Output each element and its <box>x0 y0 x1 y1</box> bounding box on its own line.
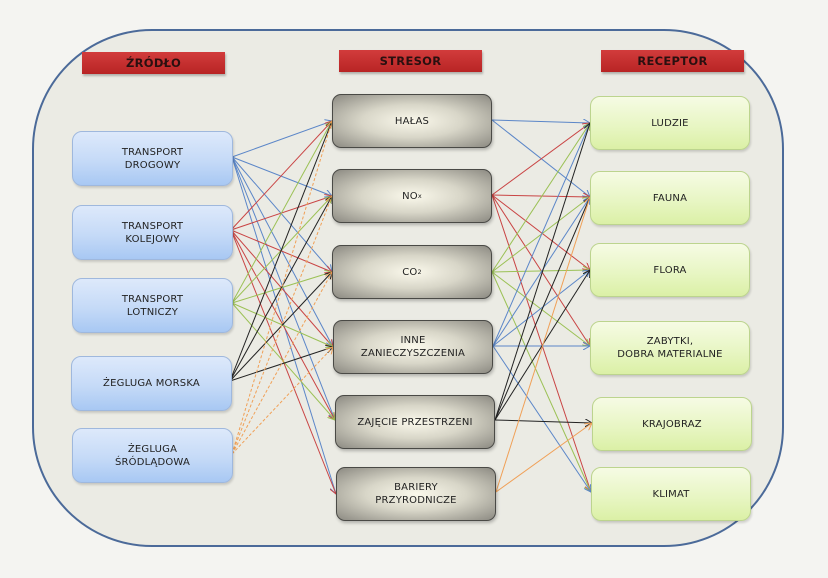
stressor-co2-label: CO <box>402 266 418 278</box>
source-transport-lotniczy: TRANSPORT LOTNICZY <box>72 278 233 333</box>
stressor-co2-subscript: 2 <box>417 267 422 276</box>
stressor-halas: HAŁAS <box>332 94 492 148</box>
stressor-zajecie-przestrzeni: ZAJĘCIE PRZESTRZENI <box>335 395 495 449</box>
header-source: ŹRÓDŁO <box>82 52 225 74</box>
header-stressor: STRESOR <box>339 50 482 72</box>
source-transport-kolejowy: TRANSPORT KOLEJOWY <box>72 205 233 260</box>
receptor-flora: FLORA <box>590 243 750 297</box>
stressor-nox-label: NO <box>402 190 418 202</box>
receptor-zabytki: ZABYTKI, DOBRA MATERIALNE <box>590 321 750 375</box>
source-zegluga-srodladowa: ŻEGLUGA ŚRÓDLĄDOWA <box>72 428 233 483</box>
stressor-bariery-przyrodnicze: BARIERY PRZYRODNICZE <box>336 467 496 521</box>
receptor-fauna: FAUNA <box>590 171 750 225</box>
receptor-ludzie: LUDZIE <box>590 96 750 150</box>
source-transport-drogowy: TRANSPORT DROGOWY <box>72 131 233 186</box>
source-zegluga-morska: ŻEGLUGA MORSKA <box>71 356 232 411</box>
stressor-nox-subscript: x <box>417 191 422 200</box>
receptor-klimat: KLIMAT <box>591 467 751 521</box>
receptor-krajobraz: KRAJOBRAZ <box>592 397 752 451</box>
stressor-inne-zanieczyszczenia: INNE ZANIECZYSZCZENIA <box>333 320 493 374</box>
header-receptor: RECEPTOR <box>601 50 744 72</box>
